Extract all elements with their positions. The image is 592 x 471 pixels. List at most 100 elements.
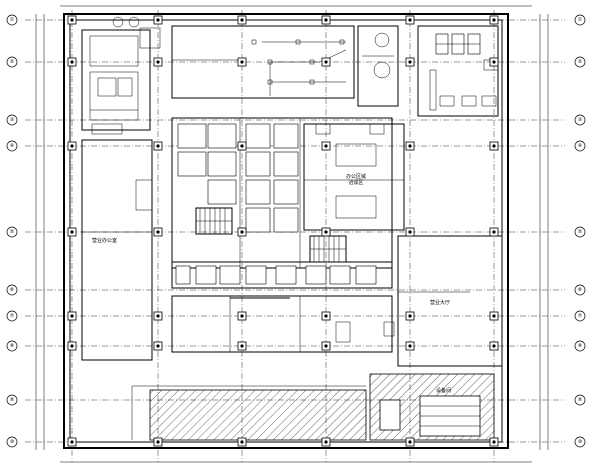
column-core <box>324 230 328 234</box>
column-core <box>70 144 74 148</box>
axis-bubble <box>574 114 586 126</box>
axis-bubble <box>574 310 586 322</box>
column-core <box>492 18 496 22</box>
room-label-office: 办公区域洽谈区 <box>346 173 366 186</box>
column-core <box>240 314 244 318</box>
axis-bubble <box>6 394 18 406</box>
column-core <box>156 440 160 444</box>
axis-bubble-label: ⑥ <box>578 287 583 293</box>
equipment-room-bottom-right: 设备间 <box>369 373 495 441</box>
axis-bubble-label: ⑦ <box>10 313 15 319</box>
axis-bubble-label: ③ <box>578 117 582 123</box>
meeting-hall-top <box>171 25 355 99</box>
column-core <box>240 230 244 234</box>
stair-left <box>195 207 233 235</box>
elevator-machine-room <box>417 25 499 117</box>
axis-bubbles-right: ① ② ③ ④ ⑤ ⑥ ⑦ ⑧ ⑨ ⑩ <box>574 14 586 448</box>
column-core <box>70 230 74 234</box>
axis-bubble <box>6 226 18 238</box>
column-core <box>156 60 160 64</box>
room-label-lobby: 营业大厅 <box>430 299 450 306</box>
axis-bubble-label: ⑦ <box>578 313 583 319</box>
column-core <box>156 314 160 318</box>
axis-bubble-label: ③ <box>10 117 14 123</box>
column-core <box>156 344 160 348</box>
axis-bubble <box>574 140 586 152</box>
service-row <box>171 261 393 289</box>
column-core <box>70 60 74 64</box>
column-core <box>156 144 160 148</box>
column-core <box>408 344 412 348</box>
axis-bubble <box>574 436 586 448</box>
axis-bubble-label: ① <box>578 17 583 23</box>
structural-columns <box>67 15 499 447</box>
left-office-zone: 营业办公室 <box>81 139 153 361</box>
stair-right <box>309 235 347 263</box>
column-core <box>324 344 328 348</box>
column-core <box>70 18 74 22</box>
column-core <box>408 18 412 22</box>
axis-bubble-label: ② <box>10 59 15 65</box>
hatched-zone-bottom <box>131 385 367 441</box>
axis-bubble-label: ⑥ <box>10 287 15 293</box>
dimension-lines <box>35 5 549 463</box>
axis-bubble-label: ⑧ <box>10 343 15 349</box>
column-core <box>492 230 496 234</box>
axis-bubble-label: ⑧ <box>578 343 583 349</box>
axis-bubble <box>574 56 586 68</box>
office-area-right: 办公区域洽谈区 <box>303 123 405 231</box>
axis-bubble <box>574 284 586 296</box>
column-core <box>492 344 496 348</box>
column-core <box>408 440 412 444</box>
column-core <box>240 18 244 22</box>
column-core <box>156 230 160 234</box>
axis-bubble <box>574 226 586 238</box>
axis-bubble-label: ⑩ <box>578 439 583 445</box>
axis-bubble <box>6 140 18 152</box>
column-core <box>70 440 74 444</box>
axis-bubble-label: ⑨ <box>10 397 14 403</box>
lobby-right: 营业大厅 <box>397 235 503 367</box>
axis-bubble-label: ④ <box>578 143 583 149</box>
axis-bubble-label: ⑨ <box>578 397 582 403</box>
axis-bubble-label: ④ <box>10 143 15 149</box>
axis-bubble <box>6 340 18 352</box>
axis-bubble <box>6 310 18 322</box>
column-core <box>324 144 328 148</box>
axis-bubble-label: ② <box>578 59 583 65</box>
axis-bubble <box>6 114 18 126</box>
axis-bubble <box>574 394 586 406</box>
column-core <box>240 60 244 64</box>
axis-bubble <box>6 284 18 296</box>
column-core <box>240 440 244 444</box>
axis-bubble-label: ① <box>10 17 15 23</box>
axis-bubble-label: ⑩ <box>10 439 15 445</box>
column-core <box>492 60 496 64</box>
column-core <box>324 440 328 444</box>
column-core <box>240 344 244 348</box>
axis-bubble <box>6 56 18 68</box>
axis-bubble-label: ⑤ <box>10 229 14 235</box>
axis-bubble <box>6 436 18 448</box>
column-core <box>324 18 328 22</box>
room-label-equipment: 设备间 <box>436 387 451 394</box>
column-core <box>492 144 496 148</box>
equipment-room-top-left <box>81 16 161 135</box>
axis-bubble-label: ⑤ <box>578 229 582 235</box>
column-core <box>492 440 496 444</box>
central-core <box>171 117 393 269</box>
column-core <box>408 230 412 234</box>
column-core <box>408 144 412 148</box>
room-label-left: 营业办公室 <box>92 237 117 244</box>
column-core <box>240 144 244 148</box>
column-core <box>324 314 328 318</box>
axis-bubbles-left: ① ② ③ ④ ⑤ ⑥ ⑦ ⑧ ⑨ ⑩ <box>6 14 18 448</box>
lower-hall <box>171 295 395 353</box>
column-core <box>408 314 412 318</box>
column-core <box>70 314 74 318</box>
round-room-top-right <box>357 25 399 107</box>
axis-bubble <box>574 14 586 26</box>
column-core <box>156 18 160 22</box>
column-core <box>492 314 496 318</box>
